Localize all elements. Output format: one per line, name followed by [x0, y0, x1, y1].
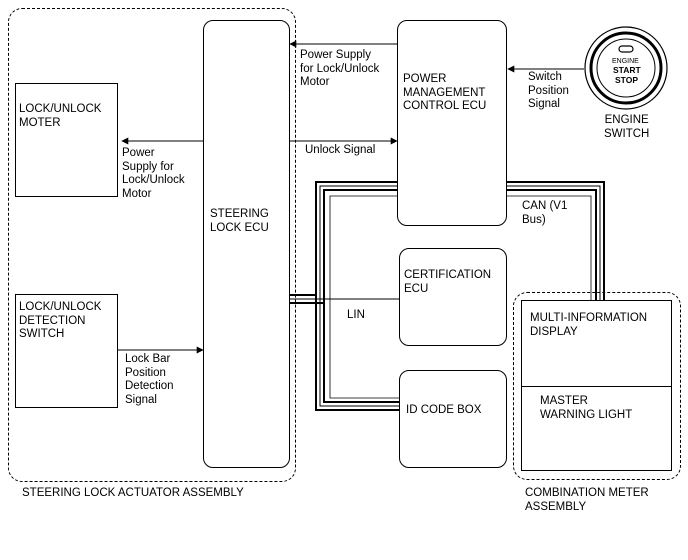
meter-divider	[521, 386, 672, 387]
engine-button-text-line2: START	[613, 65, 641, 75]
certification-ecu-label: CERTIFICATION ECU	[404, 269, 492, 295]
steering-lock-ecu-label: STEERING LOCK ECU	[210, 208, 269, 234]
multi-information-display-label: MULTI-INFORMATION DISPLAY	[530, 312, 648, 338]
lock-unlock-detection-switch-box	[15, 294, 118, 408]
lin-label: LIN	[347, 309, 365, 321]
steering-lock-actuator-group	[8, 8, 296, 482]
id-code-box	[399, 370, 507, 468]
combination-meter-caption: COMBINATION METER ASSEMBLY	[525, 487, 649, 513]
lin-bus-lines	[290, 294, 399, 304]
engine-switch-label: ENGINE SWITCH	[604, 114, 650, 140]
engine-switch-graphic	[584, 26, 668, 110]
lock-unlock-motor-box	[15, 83, 118, 197]
id-code-box-label: ID CODE BOX	[406, 404, 482, 416]
can-bus-center-line	[319, 185, 601, 407]
lock-unlock-motor-label: LOCK/UNLOCK MOTER	[19, 103, 102, 129]
can-bus-inner-thin	[329, 195, 592, 399]
certification-ecu-box	[399, 248, 507, 346]
power-management-ecu-box	[397, 20, 507, 226]
engine-button-text-line3: STOP	[615, 75, 638, 85]
switch-position-signal-label: Switch Position Signal	[528, 71, 569, 110]
can-bus-label: CAN (V1 Bus)	[522, 200, 568, 226]
master-warning-light-label: MASTER WARNING LIGHT	[540, 395, 633, 421]
combination-meter-group	[513, 292, 681, 480]
steering-lock-ecu-box	[203, 20, 290, 468]
unlock-signal-label: Unlock Signal	[305, 144, 376, 156]
power-management-ecu-label: POWER MANAGEMENT CONTROL ECU	[403, 73, 487, 112]
lock-unlock-detection-switch-label: LOCK/UNLOCK DETECTION SWITCH	[19, 301, 102, 340]
combination-meter-box	[521, 300, 672, 471]
power-supply-motor-top-label: Power Supply for Lock/Unlock Motor	[300, 49, 380, 88]
power-supply-motor-left-label: Power Supply for Lock/Unlock Motor	[122, 147, 185, 200]
engine-button-text-line1: ENGINE	[612, 58, 639, 65]
steering-lock-actuator-caption: STEERING LOCK ACTUATOR ASSEMBLY	[22, 487, 244, 499]
lock-bar-signal-label: Lock Bar Position Detection Signal	[125, 353, 174, 406]
